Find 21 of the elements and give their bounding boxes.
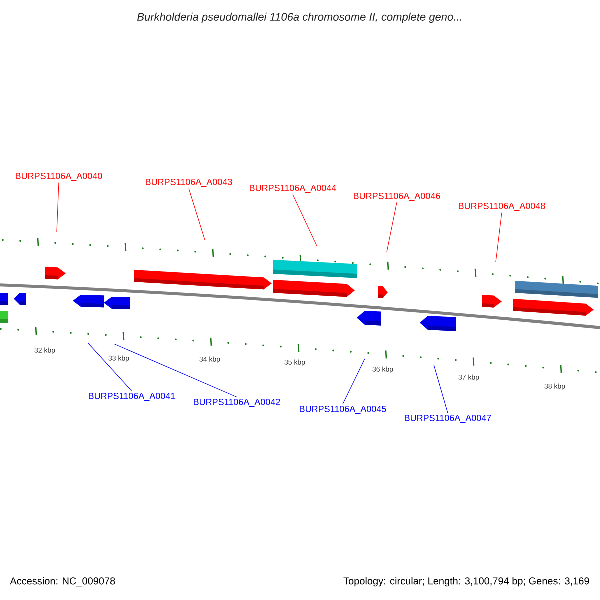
gene-label: BURPS1106A_A0041 <box>89 392 176 402</box>
gene-label: BURPS1106A_A0047 <box>405 414 492 424</box>
accession-text: Accession: NC_009078 <box>10 577 116 587</box>
leader-line <box>386 202 398 252</box>
leader-line <box>56 182 60 232</box>
leader-line <box>342 358 366 405</box>
gene-label: BURPS1106A_A0044 <box>250 184 336 194</box>
gene-label: BURPS1106A_A0042 <box>194 398 280 408</box>
gene-label: BURPS1106A_A0046 <box>354 192 440 202</box>
leader-line <box>434 364 448 414</box>
leader-line <box>188 188 206 240</box>
gene-label: BURPS1106A_A0045 <box>300 406 386 414</box>
genome-info-text: Topology: circular; Length: 3,100,794 bp; Genes: 3,169 <box>344 577 590 587</box>
leader-line <box>114 344 238 398</box>
gene-label: BURPS1106A_A0043 <box>146 178 232 188</box>
leader-line <box>292 194 318 246</box>
gene-label: BURPS1106A_A0048 <box>459 202 546 212</box>
leader-line <box>88 342 132 392</box>
title: Burkholderia pseudomallei 1106a chromosome II, complete geno... <box>138 12 462 24</box>
leader-line <box>496 212 502 262</box>
gene-label: BURPS1106A_A0040 <box>16 172 102 182</box>
